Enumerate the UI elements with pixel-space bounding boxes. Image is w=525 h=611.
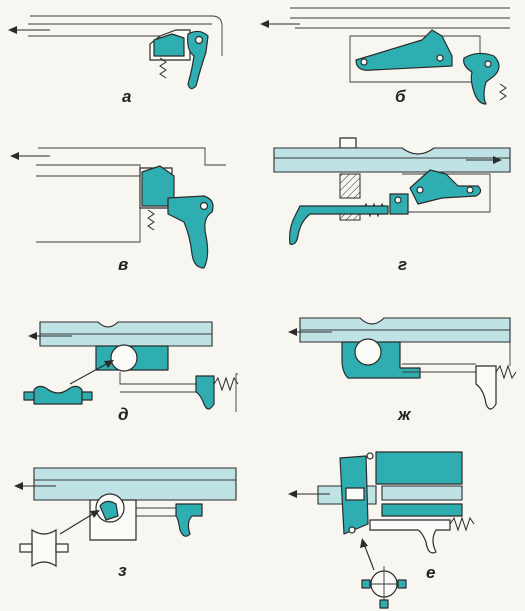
- figure-z-callout-arrow: [59, 510, 100, 535]
- figure-e-motion-arrow: [288, 490, 330, 498]
- figure-zh-label: ж: [397, 405, 412, 424]
- figure-e-label: е: [426, 563, 435, 582]
- figure-zh-motion-arrow: [288, 328, 332, 336]
- figure-z-inset-roller: [19, 528, 69, 568]
- figure-d-inset-cam-body: [33, 385, 83, 405]
- figure-zh-sear: [475, 365, 497, 410]
- figure-g-disconnector: [409, 169, 482, 205]
- figure-d-label: д: [118, 405, 129, 424]
- figure-b-spring: [499, 83, 507, 101]
- figure-z-label: з: [118, 561, 127, 580]
- figure-g-disconnector-pin-right: [466, 186, 474, 194]
- figure-e-spring: [449, 516, 475, 532]
- figure-z-link-rod: [136, 507, 178, 517]
- figure-z-inset-roller-axle-left: [19, 543, 33, 553]
- figure-z-inset-roller-axle-right: [55, 543, 69, 553]
- figure-e-barrel-upper: [381, 485, 463, 501]
- figure-e-lock-window: [345, 487, 365, 501]
- figure-d-inset-cam-axle-left: [23, 391, 35, 401]
- figure-a-motion-arrow: [8, 26, 50, 34]
- figure-v-bolt-outline: [36, 164, 141, 243]
- figure-e-lock-pin-top: [366, 452, 374, 460]
- figure-b-trigger-pin: [484, 60, 492, 68]
- figure-v-trigger: [167, 195, 214, 269]
- figure-v-receiver-top: [38, 147, 226, 166]
- figure-g-sight-block: [339, 137, 357, 149]
- figure-v-motion-arrow: [10, 152, 50, 160]
- figure-d-motion-arrow: [28, 332, 72, 340]
- figure-a-sear-insert: [153, 33, 185, 57]
- figure-g: г: [273, 137, 511, 274]
- figure-a-hammer: [187, 30, 209, 90]
- figure-g-disconnector-pin: [416, 186, 424, 194]
- figure-v-trigger-pin: [199, 201, 209, 211]
- figure-v-spring: [147, 209, 155, 231]
- figure-b: б: [260, 7, 510, 106]
- figure-d-inset-cam-axle-right: [81, 391, 93, 401]
- figure-e-inset-lug-right: [397, 579, 407, 589]
- figure-b-lever-pin-left: [360, 58, 368, 66]
- figure-z-cam-lever: [99, 500, 119, 521]
- figure-z-motion-arrow: [14, 482, 56, 490]
- figure-z-inset-roller-body: [31, 528, 57, 568]
- figure-e-trigger-bar: [369, 519, 451, 554]
- figure-d-sear: [195, 375, 215, 410]
- figure-g-sear-block: [389, 193, 409, 215]
- figure-z: з: [14, 467, 237, 580]
- figure-e-upper-block: [375, 451, 463, 485]
- figure-v-label: в: [118, 255, 128, 274]
- figure-e-inset-lug-left: [361, 579, 371, 589]
- figure-a-pivot-pin: [194, 35, 204, 45]
- figure-d-inset-cam: [23, 385, 93, 405]
- figure-b-lever-pin-right: [436, 54, 444, 62]
- figure-z-sear: [175, 503, 203, 537]
- figure-a-spring: [159, 57, 167, 79]
- figure-a: а: [8, 15, 223, 106]
- figure-z-bolt-carrier: [33, 467, 237, 501]
- figure-zh-link-rod: [402, 363, 476, 373]
- figure-b-motion-arrow: [260, 20, 300, 28]
- figure-g-sear-pin: [394, 196, 402, 204]
- figure-zh-spring: [495, 364, 517, 380]
- figure-g-hatched-stop-top: [339, 173, 361, 199]
- figure-d-cam-roller: [110, 344, 138, 372]
- figure-d-spring: [213, 376, 239, 392]
- figure-d-frame-edge: [235, 373, 238, 412]
- figure-a-label: а: [122, 87, 131, 106]
- figure-zh-cam-roller: [354, 338, 382, 366]
- figure-b-label: б: [395, 87, 406, 106]
- figure-e-lock-pin-bottom: [348, 526, 356, 534]
- figure-g-motion-arrow: [466, 156, 502, 164]
- figure-d-callout-arrow: [69, 360, 114, 385]
- figure-zh: ж: [288, 317, 517, 424]
- figure-v: в: [10, 147, 226, 274]
- figure-d-link-rod: [119, 372, 196, 385]
- figure-b-trigger: [463, 52, 500, 105]
- figure-a-housing-outline: [30, 15, 223, 56]
- figure-g-label: г: [398, 255, 407, 274]
- figure-g-barrel-rail: [273, 147, 511, 173]
- figure-e-barrel-lower: [381, 503, 463, 517]
- figure-e: е: [288, 451, 475, 609]
- figure-e-inset-lug-bottom: [379, 599, 389, 609]
- figure-e-inset-cross-section: [361, 566, 407, 609]
- figure-b-sear-lever: [355, 29, 453, 71]
- figure-g-spring: [361, 202, 387, 218]
- figure-v-sear: [141, 165, 175, 207]
- figure-g-trigger-bar: [289, 205, 389, 245]
- figure-d: д: [23, 321, 239, 424]
- figure-e-callout-arrow: [360, 538, 375, 571]
- figure-zh-cam-housing: [341, 341, 421, 379]
